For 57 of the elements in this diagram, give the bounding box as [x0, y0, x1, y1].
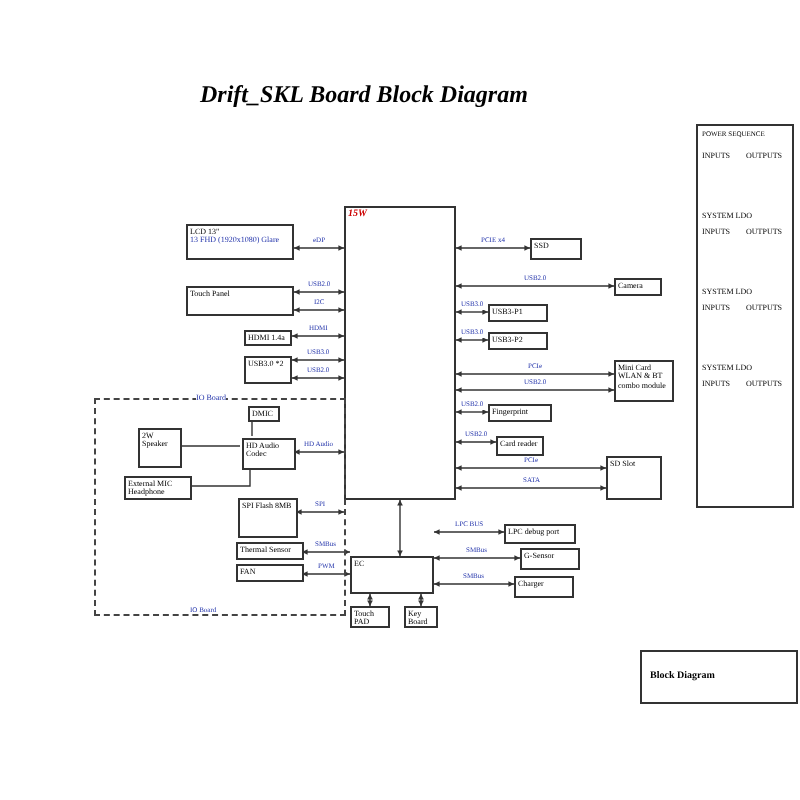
bus-arrow [291, 333, 345, 339]
bus-arrow [295, 509, 345, 515]
component-box [404, 606, 438, 628]
bus-arrow [455, 465, 607, 471]
component-box [504, 524, 576, 544]
bus-arrow [301, 571, 351, 577]
diagram-title: Drift_SKL Board Block Diagram [200, 80, 528, 110]
component-box [614, 278, 662, 296]
bus-arrow [455, 387, 615, 393]
component-box [236, 542, 304, 560]
bus-arrow [293, 245, 345, 251]
bus-arrow [397, 499, 403, 557]
bus-arrow [455, 409, 489, 415]
connector-line [189, 467, 251, 487]
component-box [514, 576, 574, 598]
bus-arrow [455, 485, 607, 491]
bus-arrow [455, 371, 615, 377]
component-box [186, 224, 294, 260]
component-box [138, 428, 182, 468]
component-box [520, 548, 580, 570]
component-box [350, 556, 434, 594]
bus-arrow [293, 449, 345, 455]
component-box [236, 564, 304, 582]
bus-arrow [291, 375, 345, 381]
component-box [244, 330, 292, 346]
bus-arrow [291, 357, 345, 363]
component-box [530, 238, 582, 260]
component-box [496, 436, 544, 456]
component-box [488, 304, 548, 322]
bus-arrow [455, 245, 531, 251]
component-box [186, 286, 294, 316]
connector-line [179, 445, 241, 447]
component-box [242, 438, 296, 470]
processor-block [344, 206, 456, 500]
component-box [350, 606, 390, 628]
bus-arrow [301, 549, 351, 555]
bus-arrow [455, 439, 497, 445]
dashed-board-group [94, 398, 346, 616]
component-box [248, 406, 280, 422]
component-box [606, 456, 662, 500]
bus-arrow [433, 529, 505, 535]
bus-arrow [293, 289, 345, 295]
bus-arrow [455, 309, 489, 315]
component-box [488, 332, 548, 350]
component-box [124, 476, 192, 500]
bus-arrow [455, 283, 615, 289]
component-box [244, 356, 292, 384]
bus-arrow [367, 593, 373, 607]
bus-arrow [455, 337, 489, 343]
component-box [238, 498, 298, 538]
component-box [488, 404, 552, 422]
bus-arrow [293, 307, 345, 313]
bus-arrow [418, 593, 424, 607]
component-box [614, 360, 674, 402]
bus-arrow [433, 581, 515, 587]
bus-arrow [433, 555, 521, 561]
connector-line [251, 419, 253, 437]
